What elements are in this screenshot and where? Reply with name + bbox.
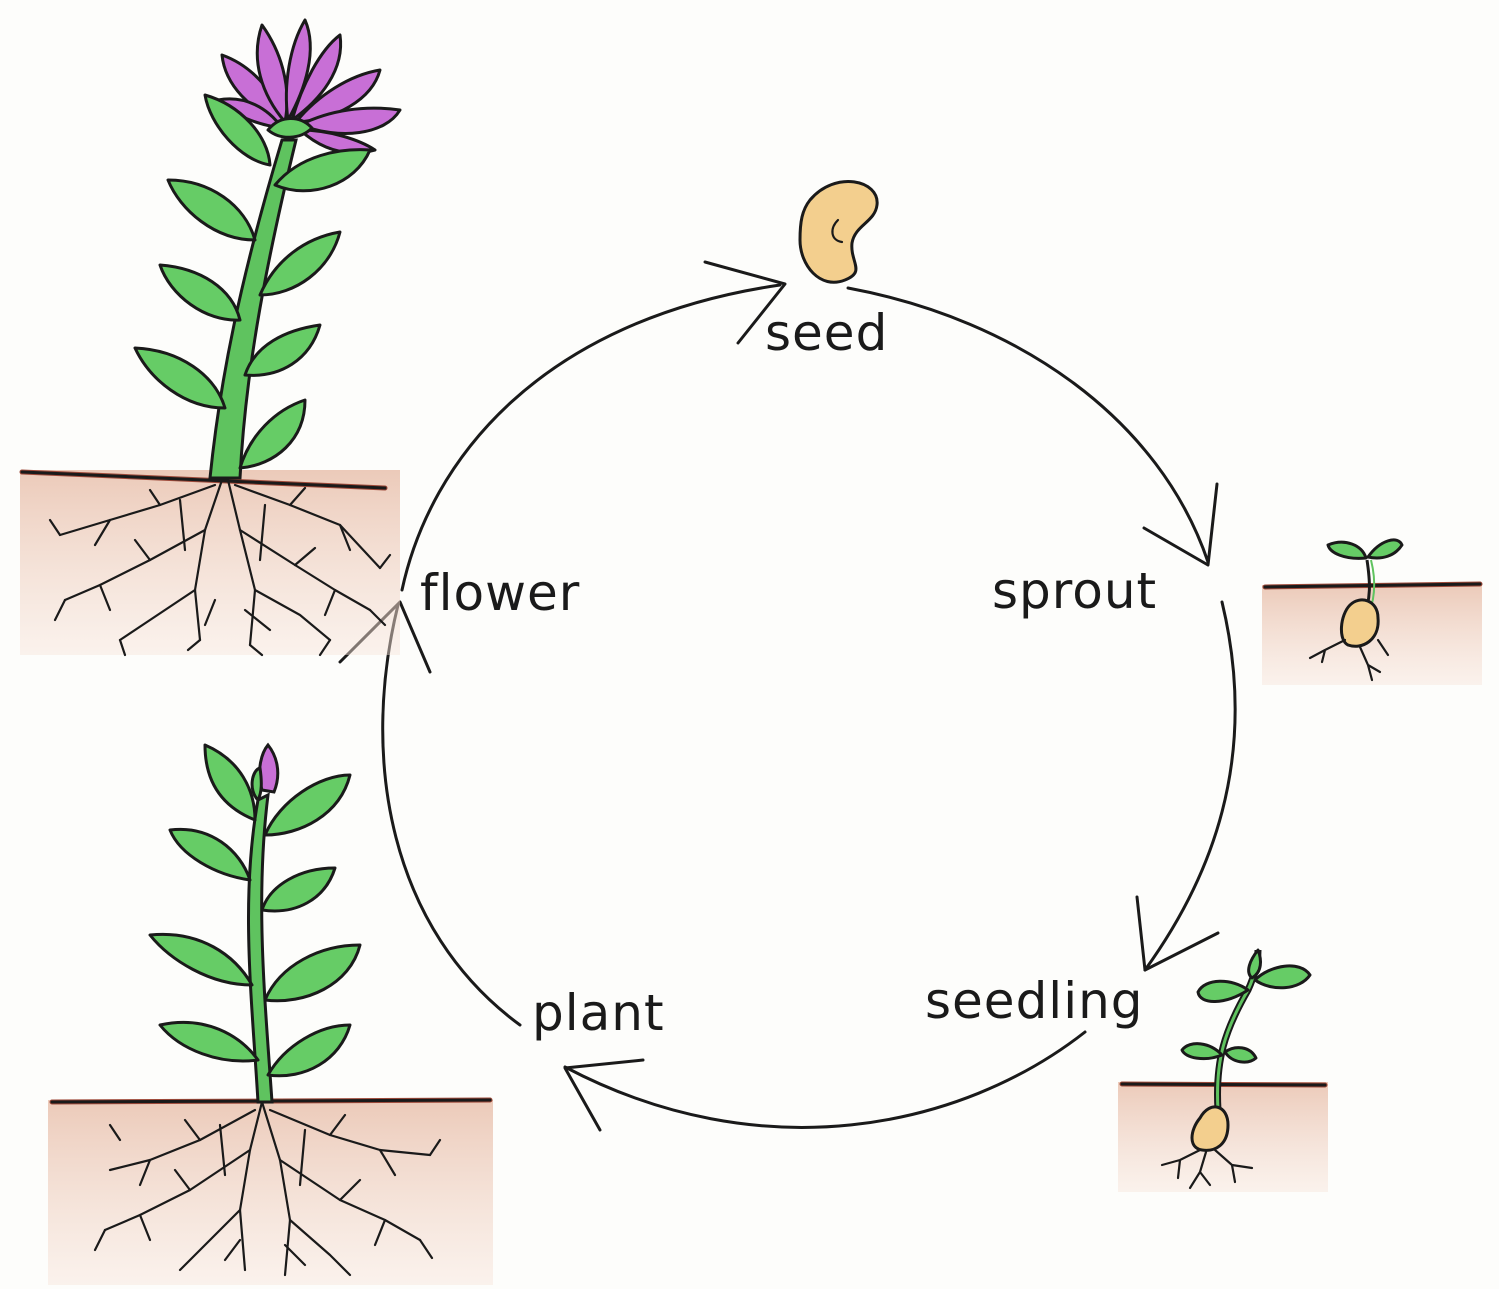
arrow-seedling-to-plant: [565, 1032, 1085, 1130]
arrow-plant-to-flower: [340, 602, 520, 1025]
label-flower: flower: [420, 564, 580, 622]
seedling-icon: [1118, 950, 1328, 1192]
label-seed: seed: [765, 304, 888, 362]
label-seedling: seedling: [925, 972, 1144, 1030]
label-plant: plant: [532, 984, 665, 1042]
sprout-icon: [1262, 540, 1482, 685]
label-sprout: sprout: [992, 562, 1157, 620]
arrow-sprout-to-seedling: [1137, 602, 1235, 970]
arrow-flower-to-seed: [402, 262, 785, 590]
arrow-seed-to-sprout: [848, 288, 1217, 565]
flower-icon: [20, 20, 400, 655]
bean-seed-icon: [800, 181, 877, 282]
plant-icon: [48, 745, 493, 1285]
